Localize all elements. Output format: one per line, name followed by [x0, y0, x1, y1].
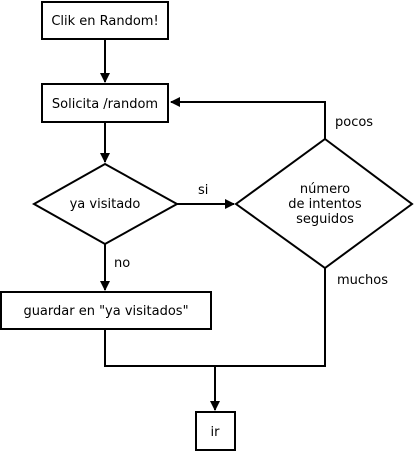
node-save-visited: guardar en "ya visitados" [0, 291, 212, 330]
node-attempts-line-1: número [300, 182, 350, 197]
edge-attempts-many [215, 268, 326, 367]
node-visited-decision-label: ya visitado [70, 197, 141, 212]
edge-label-many: muchos [337, 273, 388, 288]
edge-attempts-few [170, 97, 326, 139]
edge-label-few: pocos [335, 115, 373, 130]
node-attempts-line-2: de intentos [288, 197, 362, 212]
edge-save-to-merge [104, 329, 215, 367]
node-attempts-line-3: seguidos [296, 212, 354, 227]
edge-label-yes: si [198, 183, 208, 198]
node-go-label: ir [211, 425, 221, 440]
node-click-random-label: Clik en Random! [51, 14, 158, 29]
node-visited-decision: ya visitado [31, 162, 180, 246]
node-click-random: Clik en Random! [41, 1, 169, 40]
node-save-visited-label: guardar en "ya visitados" [23, 304, 188, 319]
node-attempts-decision: número de intentos seguidos [234, 137, 414, 270]
node-go: ir [195, 411, 236, 451]
edge-label-no: no [114, 256, 130, 271]
node-request-random-label: Solicita /random [52, 97, 158, 112]
node-request-random: Solicita /random [41, 83, 169, 123]
